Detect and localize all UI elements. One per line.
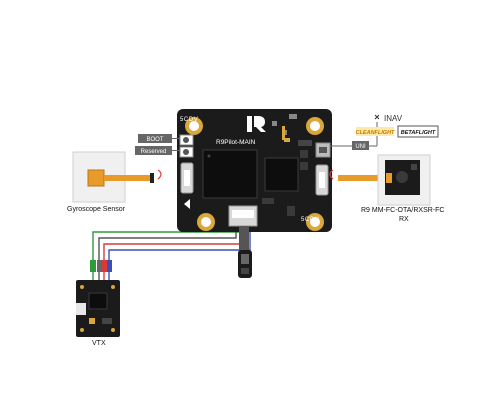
uni-label: UNI	[355, 144, 366, 150]
cleanflight-logo: CLEANFLIGHT	[356, 130, 395, 136]
wire-blue	[108, 224, 251, 262]
inav-logo: INAV	[384, 114, 403, 123]
reserved-label: Reserved	[141, 149, 167, 155]
receiver-label-line1: R9 MM-FC-OTA/RXSR-FC	[361, 207, 445, 214]
betaflight-badge	[397, 125, 439, 138]
gyro-chip	[264, 157, 299, 192]
cleanflight-badge	[356, 127, 394, 136]
uni-badge	[352, 141, 369, 150]
vtx-module	[76, 280, 120, 337]
receiver-module	[329, 154, 431, 206]
board-name: R9Pilot-MAIN	[216, 139, 256, 146]
inav-icon	[374, 114, 380, 120]
pad-label-top: 5CDV	[180, 117, 198, 123]
boot-label: BOOT	[146, 137, 163, 143]
vtx-wires	[90, 224, 251, 282]
gyroscope-sensor	[72, 151, 162, 203]
gyroscope-sensor-label: Gyroscope Sensor	[67, 206, 125, 213]
flight-controller-chip	[202, 149, 258, 199]
reserved-badge	[135, 146, 172, 155]
button-badges: BOOT Reserved	[135, 134, 180, 155]
pad-label-bottom: 5CDV	[301, 217, 319, 223]
vtx-label: VTX	[92, 340, 106, 347]
main-board: R9Pilot-MAIN 5CDV 5CDV	[177, 109, 332, 232]
betaflight-logo: BETAFLIGHT	[401, 130, 436, 136]
receiver-label-line2: RX	[399, 216, 409, 223]
firmware-logos: UNI INAV CLEANFLIGHT BETAFLIGHT	[330, 114, 439, 150]
board-logo	[247, 116, 266, 132]
boot-badge	[138, 134, 172, 143]
bottom-connector-module	[238, 226, 252, 278]
